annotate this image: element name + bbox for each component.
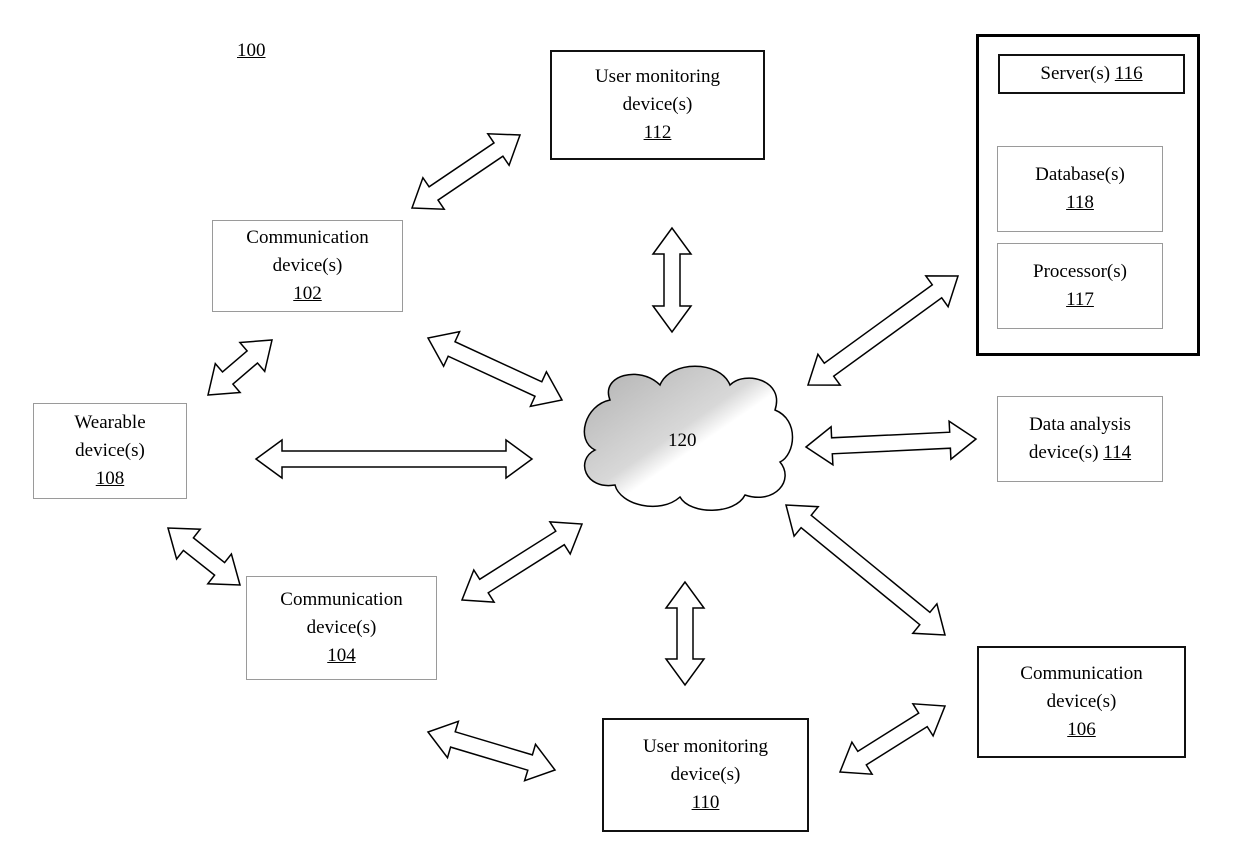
node-line1: Communication [1020,660,1142,688]
node-line1: Communication [246,224,368,252]
arrow-cloud-110 [666,582,704,685]
user-monitoring-device-110-box: User monitoring device(s) 110 [602,718,809,832]
user-monitoring-device-112-box: User monitoring device(s) 112 [550,50,765,160]
wearable-device-108-box: Wearable device(s) 108 [33,403,187,499]
arrow-110-106 [840,704,945,774]
server-label: Server(s) [1040,60,1110,88]
node-line2: device(s) [307,614,377,642]
arrow-108-104 [168,528,240,585]
node-line1: Database(s) [1035,161,1125,189]
node-line1: User monitoring [595,63,720,91]
arrow-cloud-server [808,276,958,385]
node-line2: device(s) [1029,442,1099,463]
node-line2: device(s) [75,437,145,465]
communication-device-104-box: Communication device(s) 104 [246,576,437,680]
arrow-104-cloud [462,522,582,602]
server-116-box: Server(s) 116 [998,54,1185,94]
processor-117-box: Processor(s) 117 [997,243,1163,329]
node-number: 110 [692,789,720,817]
arrow-102-112 [412,134,520,209]
figure-number: 100 [237,40,266,62]
arrow-cloud-106 [786,505,945,635]
node-number: 117 [1066,286,1094,314]
communication-device-106-box: Communication device(s) 106 [977,646,1186,758]
communication-device-102-box: Communication device(s) 102 [212,220,403,312]
data-analysis-device-114-box: Data analysis device(s) 114 [997,396,1163,482]
node-line1: Communication [280,586,402,614]
network-number: 120 [668,430,697,452]
node-line2: device(s) [273,252,343,280]
node-number: 106 [1067,716,1096,744]
node-line1: Processor(s) [1033,258,1127,286]
arrow-108-cloud [256,440,532,478]
node-number: 102 [293,280,322,308]
arrow-104-110 [428,721,555,780]
node-line1: Data analysis [1029,411,1131,439]
node-number: 116 [1115,60,1143,88]
node-number: 108 [96,465,125,493]
node-number: 114 [1103,442,1131,463]
arrow-102-cloud [428,332,562,407]
arrow-112-cloud [653,228,691,332]
node-number: 112 [644,119,672,147]
node-number: 104 [327,642,356,670]
node-line1: User monitoring [643,733,768,761]
node-line2-with-number: device(s) 114 [1029,439,1131,467]
node-line2: device(s) [623,91,693,119]
node-line2: device(s) [1047,688,1117,716]
node-line1: Wearable [74,409,145,437]
arrow-102-108 [208,340,272,395]
node-number: 118 [1066,189,1094,217]
node-line2: device(s) [671,761,741,789]
arrow-cloud-114 [806,421,976,465]
database-118-box: Database(s) 118 [997,146,1163,232]
